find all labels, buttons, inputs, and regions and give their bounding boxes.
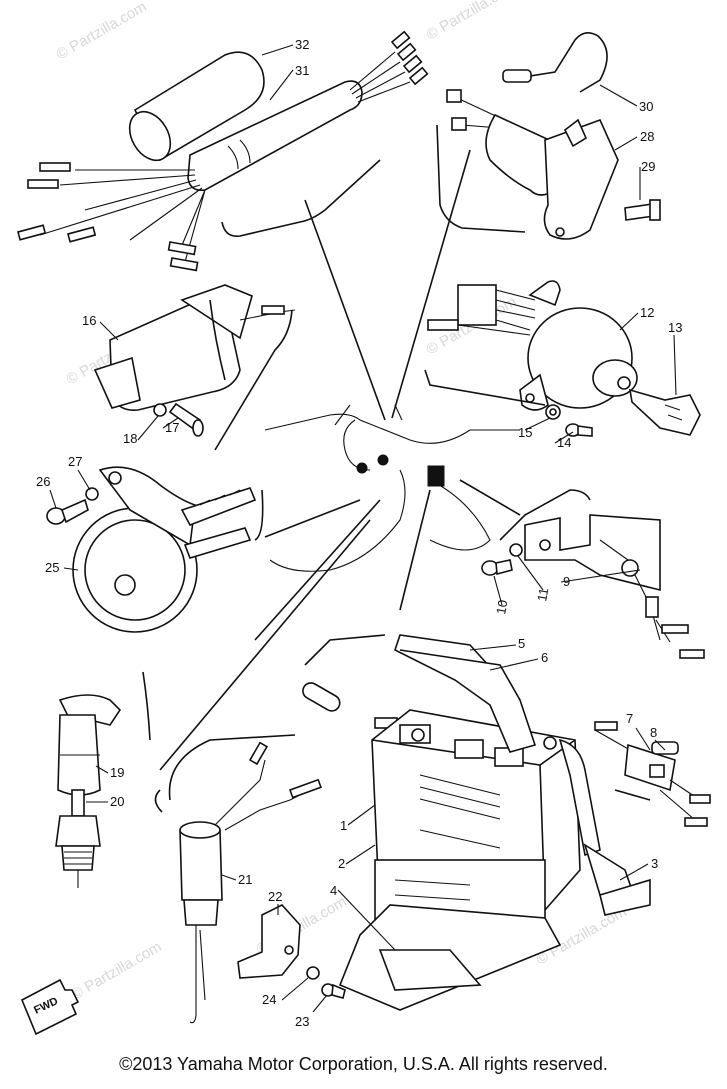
ignition-switch [424, 280, 701, 436]
callout-13: 13 [668, 320, 682, 335]
watermark-1: © Partzilla.com [54, 0, 150, 63]
mount-band [502, 32, 608, 93]
fuse-holder [594, 721, 711, 827]
callout-26: 26 [36, 474, 50, 489]
callout-21: 21 [238, 872, 252, 887]
callout-2: 2 [338, 856, 345, 871]
screw-14 [565, 423, 593, 437]
callout-18: 18 [123, 431, 137, 446]
callout-23: 23 [295, 1014, 309, 1029]
leader-lines [154, 149, 521, 813]
wire-harness [17, 30, 429, 272]
screw-23-washer-24 [306, 966, 346, 999]
switch-assembly [436, 89, 661, 240]
callout-1: 1 [340, 818, 347, 833]
callout-20: 20 [110, 794, 124, 809]
sensor-21 [168, 734, 322, 1024]
callout-5: 5 [518, 636, 525, 651]
copyright-footer: ©2013 Yamaha Motor Corporation, U.S.A. A… [119, 1054, 608, 1074]
callout-22: 22 [268, 889, 282, 904]
spark-plug [55, 789, 101, 888]
harness-callout-bracket [221, 159, 381, 238]
callout-32: 32 [295, 37, 309, 52]
callout-28: 28 [640, 129, 654, 144]
horn [72, 466, 264, 633]
callout-10: 10 [493, 599, 510, 616]
battery [302, 634, 651, 1011]
plug-cap [57, 671, 151, 796]
callout-4: 4 [330, 883, 337, 898]
washer-11 [509, 543, 523, 557]
callout-25: 25 [45, 560, 59, 575]
watermark-7: © Partzilla.com [69, 938, 165, 1003]
callout-11: 11 [534, 587, 551, 603]
bolt-17-washer-18 [153, 402, 204, 437]
callout-24: 24 [262, 992, 276, 1007]
callout-leaders [49, 44, 677, 1013]
callout-6: 6 [541, 650, 548, 665]
callout-14: 14 [557, 435, 571, 450]
frame-outline [264, 404, 520, 572]
callout-31: 31 [295, 63, 309, 78]
ignition-coil [93, 284, 296, 451]
callout-27: 27 [68, 454, 82, 469]
watermark-2: © Partzilla.com [424, 0, 520, 43]
bolt-10 [481, 559, 513, 576]
callout-8: 8 [650, 725, 657, 740]
callout-12: 12 [640, 305, 654, 320]
bracket-22 [237, 904, 301, 979]
exploded-view-svg: © Partzilla.com © Partzilla.com © Partzi… [17, 0, 711, 1036]
callout-3: 3 [651, 856, 658, 871]
bracket-9 [499, 489, 705, 659]
callout-7: 7 [626, 711, 633, 726]
callout-16: 16 [82, 313, 96, 328]
washer-15-hole [549, 408, 557, 416]
bolt-26-washer-27 [46, 487, 99, 525]
fwd-arrow-icon: FWD [20, 978, 80, 1036]
callout-29: 29 [641, 159, 655, 174]
callout-19: 19 [110, 765, 124, 780]
callout-30: 30 [639, 99, 653, 114]
